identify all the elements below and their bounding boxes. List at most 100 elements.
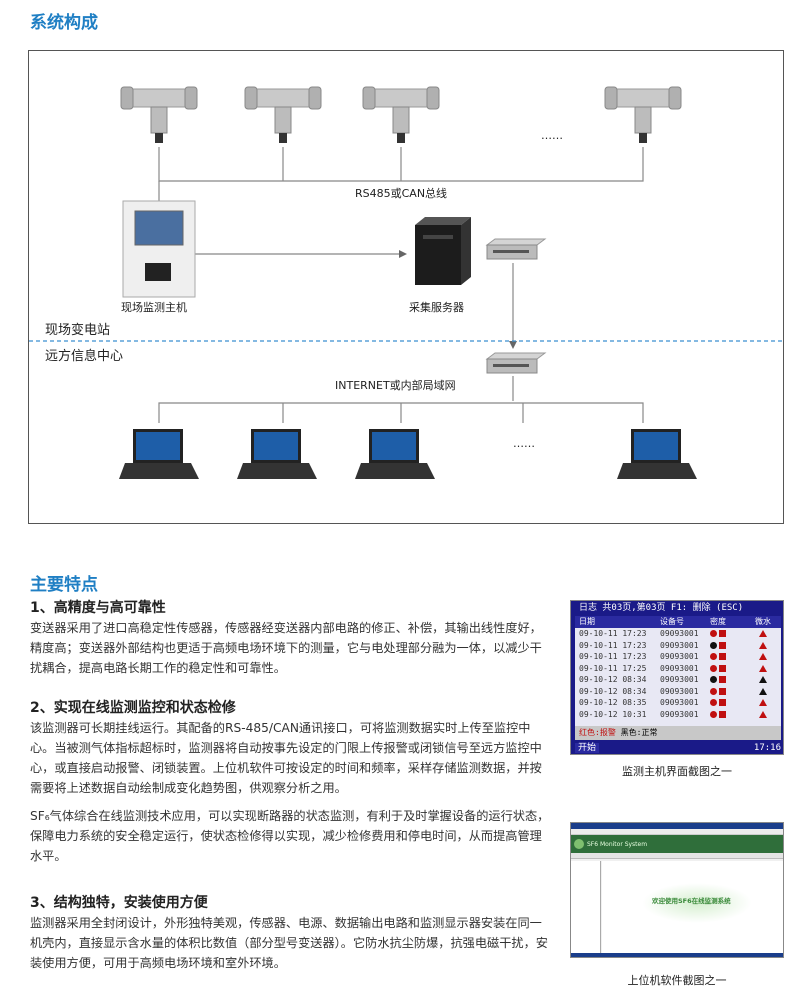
lcd-row-water [745, 709, 781, 721]
feature-3-heading: 3、结构独特，安装使用方便 [30, 895, 208, 911]
lcd-row-device: 09093001 [660, 663, 699, 673]
main-features-title: 主要特点 [30, 575, 98, 595]
lcd-row-density [710, 663, 745, 675]
density-dot-icon [710, 664, 717, 672]
lcd-row-water [745, 686, 781, 698]
lcd-header-row: 日期 设备号 密度 微水 [575, 616, 781, 628]
density-dot-icon [710, 630, 717, 638]
density-square-icon [719, 676, 726, 684]
lcd-row-date: 09-10-11 17:23 [579, 652, 647, 661]
sw-menubar [571, 829, 783, 835]
bus-label: RS485或CAN总线 [355, 187, 448, 200]
feature-1-text: 变送器采用了进口高稳定性传感器，传感器经变送器内部电路的修正、补偿，其输出线性度… [30, 621, 542, 675]
lcd-topbar: 日志 共03页,第03页 F1: 删除 (ESC) [571, 601, 783, 616]
lcd-row-device: 09093001 [660, 629, 699, 638]
density-dot-icon [710, 676, 717, 684]
software-caption: 上位机软件截图之一 [627, 974, 727, 987]
monitor-host [122, 200, 196, 298]
lcd-rows: 09-10-11 17:23 09093001 09-10-11 17:23 0909… [575, 628, 781, 720]
lcd-row-water [745, 628, 781, 640]
laptop-1 [119, 429, 199, 479]
lcd-status-red: 红色:报警 [579, 728, 616, 737]
arrow-head-down [509, 341, 517, 349]
server-tower [415, 217, 471, 285]
lcd-row-density [710, 651, 745, 663]
density-dot-icon [710, 699, 717, 707]
lcd-row-date: 09-10-12 08:34 [579, 675, 647, 684]
laptop-3 [355, 429, 435, 479]
sensor-1 [120, 86, 198, 143]
lcd-row-density [710, 640, 745, 652]
lcd-row-water [745, 651, 781, 663]
bus-line [158, 147, 644, 182]
lcd-row-device: 09093001 [660, 652, 699, 661]
density-square-icon [719, 710, 726, 718]
lcd-row-water [745, 640, 781, 652]
sw-left-panel [571, 861, 601, 953]
lcd-row-device: 09093001 [660, 686, 699, 696]
density-square-icon [719, 687, 726, 695]
feature-3-text: 监测器采用全封闭设计，外形独特美观，传感器、电源、数据输出电路和监测显示器安装在… [30, 916, 548, 970]
feature-2-text: 该监测器可长期挂线运行。其配备的RS-485/CAN通讯接口，可将监测数据实时上… [30, 721, 542, 795]
lcd-row-water [745, 697, 781, 709]
water-triangle-icon [759, 641, 767, 649]
lcd-row-water [745, 674, 781, 686]
monitor-host-label: 现场监测主机 [121, 301, 187, 314]
sw-statusbar [571, 953, 783, 957]
density-square-icon [719, 699, 726, 707]
laptop-4 [617, 429, 697, 479]
lcd-row-date: 09-10-11 17:23 [579, 640, 647, 650]
lcd-row-date: 09-10-12 10:31 [579, 709, 647, 719]
lcd-row-date: 09-10-11 17:25 [579, 663, 647, 673]
density-dot-icon [710, 641, 717, 649]
lcd-header-water: 微水 [755, 617, 771, 626]
lcd-row-density [710, 628, 745, 640]
sw-navbar [571, 853, 783, 859]
water-triangle-icon [759, 699, 767, 707]
router-upper [485, 238, 547, 260]
lcd-log-row: 09-10-11 17:23 09093001 [575, 651, 781, 663]
feature-2-heading: 2、实现在线监测监控和状态检修 [30, 700, 236, 716]
lcd-row-density [710, 686, 745, 698]
lcd-row-device: 09093001 [660, 675, 699, 684]
water-triangle-icon [759, 653, 767, 661]
lcd-row-device: 09093001 [660, 709, 699, 719]
lcd-log-row: 09-10-12 08:34 09093001 [575, 674, 781, 686]
laptop-ellipsis: …… [513, 437, 535, 450]
lcd-row-water [745, 663, 781, 675]
sw-swirl-graphic [642, 883, 752, 923]
lcd-row-density [710, 674, 745, 686]
sensor-4 [604, 86, 682, 143]
sw-logo-icon [574, 839, 584, 849]
lcd-start-button[interactable]: 开始 [575, 743, 600, 753]
network-label: INTERNET或内部局域网 [335, 379, 456, 392]
router-lower [485, 352, 547, 374]
lcd-row-density [710, 709, 745, 721]
water-triangle-icon [759, 664, 767, 672]
sw-banner-text: SF6 Monitor System [587, 840, 648, 848]
lcd-taskbar: 开始 17:16 [571, 740, 783, 754]
sw-main-panel: 欢迎使用SF6在线监测系统 [602, 861, 783, 953]
sensor-3 [362, 86, 440, 143]
lcd-row-device: 09093001 [660, 698, 699, 707]
network-tree [158, 376, 644, 423]
feature-2-text-2: SF₆气体综合在线监测技术应用，可以实现断路器的状态监测，有利于及时掌握设备的运… [30, 809, 550, 863]
system-diagram: …… RS485或CAN总线 现场监测主机 采集服务器 现场变电站 远方信息中心… [28, 50, 785, 524]
sensor-ellipsis: …… [541, 129, 563, 142]
lcd-header-date: 日期 [579, 617, 595, 626]
monitor-ui-screenshot: 日志 共03页,第03页 F1: 删除 (ESC) 日期 设备号 密度 微水 0… [570, 600, 784, 755]
zone-remote-label: 远方信息中心 [45, 349, 124, 364]
density-dot-icon [710, 687, 717, 695]
server-label: 采集服务器 [409, 301, 464, 314]
water-triangle-icon [759, 630, 767, 638]
lcd-row-date: 09-10-12 08:35 [579, 698, 647, 707]
lcd-row-density [710, 697, 745, 709]
sw-titlebar [571, 823, 783, 829]
sw-main-title: 欢迎使用SF6在线监测系统 [652, 897, 731, 905]
density-square-icon [719, 664, 726, 672]
lcd-caption: 监测主机界面截图之一 [622, 765, 732, 778]
lcd-header-device: 设备号 [660, 617, 684, 626]
lcd-row-device: 09093001 [660, 640, 699, 650]
system-composition-title: 系统构成 [30, 13, 98, 33]
